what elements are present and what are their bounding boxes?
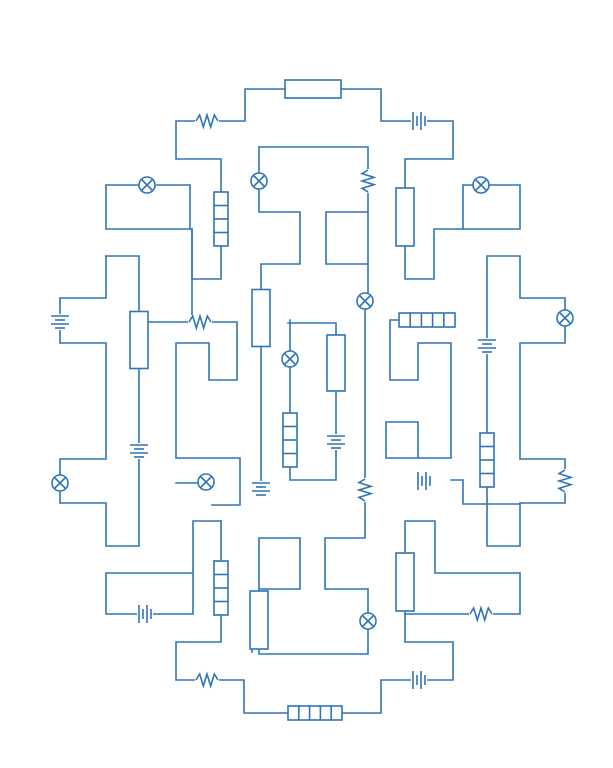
lamp-icon [359, 612, 377, 630]
resistor [129, 310, 149, 370]
resistor-zigzag [469, 605, 493, 623]
battery-icon [326, 434, 346, 450]
battery-icon [129, 443, 149, 459]
resistor [326, 334, 346, 392]
resistor [249, 590, 269, 650]
resistor-zigzag [356, 478, 374, 502]
segmented-resistor [287, 705, 343, 721]
wires [59, 88, 566, 714]
wire [258, 537, 369, 655]
battery-icon [251, 481, 271, 497]
lamp-icon [51, 474, 69, 492]
resistor-zigzag [359, 169, 377, 193]
battery-icon [137, 604, 153, 624]
wire [462, 184, 473, 230]
wire [138, 321, 241, 506]
resistor-zigzag [195, 671, 219, 689]
lamp-icon [356, 292, 374, 310]
resistor [395, 187, 415, 247]
wire [59, 255, 140, 547]
resistor-zigzag [188, 313, 212, 331]
battery-icon [416, 471, 432, 491]
battery-icon [411, 111, 427, 131]
wire [385, 319, 456, 459]
wire [156, 184, 191, 230]
segmented-resistor [213, 191, 229, 247]
segmented-resistor [398, 312, 456, 328]
lamp-icon [556, 309, 574, 327]
lamp-icon [281, 350, 299, 368]
wire [258, 146, 369, 265]
wire [175, 520, 521, 714]
segmented-resistor [213, 560, 229, 616]
resistor-zigzag [556, 469, 574, 493]
segmented-resistor [282, 412, 298, 468]
resistor-zigzag [195, 112, 219, 130]
lamp-icon [250, 172, 268, 190]
resistor [395, 552, 415, 612]
components [50, 79, 574, 721]
lamp-icon [472, 176, 490, 194]
resistor [251, 288, 271, 348]
segmented-resistor [479, 432, 495, 488]
wire [450, 479, 521, 505]
battery-icon [477, 338, 497, 354]
wire [486, 255, 566, 547]
resistor [284, 79, 342, 99]
wire [105, 520, 222, 615]
wire [59, 255, 107, 475]
battery-icon [50, 314, 70, 330]
lamp-icon [138, 176, 156, 194]
battery-icon [411, 670, 427, 690]
lamp-icon [197, 473, 215, 491]
